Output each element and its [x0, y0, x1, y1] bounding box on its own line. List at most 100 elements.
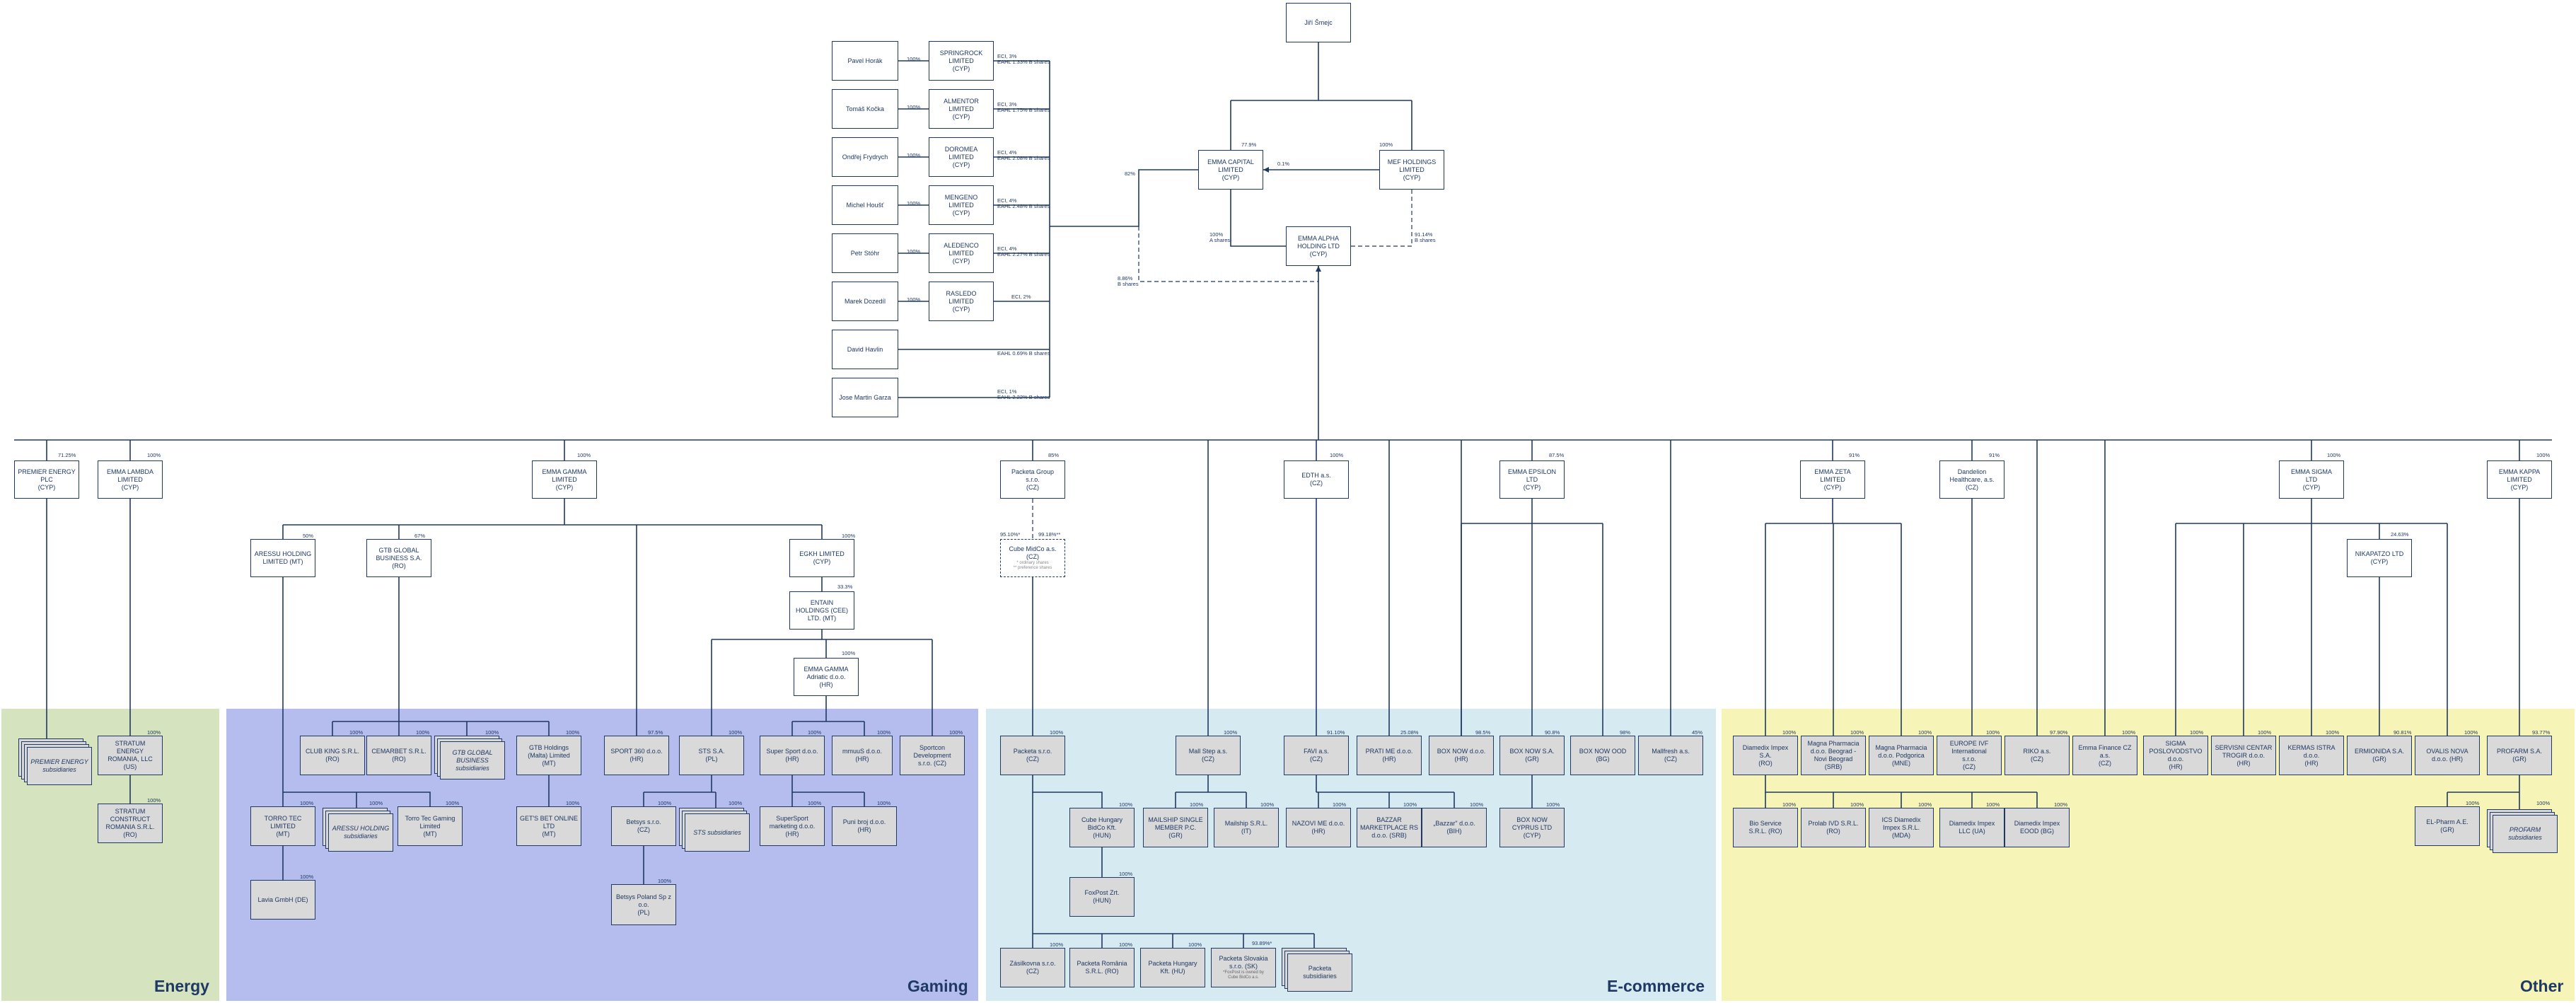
ownership-label: 100% — [658, 800, 672, 806]
ownership-label: 100% — [2122, 729, 2136, 736]
ownership-label: 100% — [1119, 801, 1133, 808]
entain-box: ENTAIN HOLDINGS (CEE) LTD. (MT) — [789, 591, 854, 630]
edth-box: EDTH a.s. (CZ) — [1284, 460, 1349, 499]
magna-mne-box: Magna Pharmacia d.o.o. Podgorica (MNE) — [1869, 736, 1934, 775]
ownership-label: 91.10% — [1327, 729, 1345, 736]
ownership-label: 90.8% — [1545, 729, 1560, 736]
ownership-label: 93.77% — [2532, 729, 2551, 736]
vehicle-box: SPRINGROCK LIMITED (CYP) — [929, 41, 994, 81]
nikapatzo-box: NIKAPATZO LTD (CYP) — [2347, 539, 2412, 577]
ownership-label: 100% — [729, 729, 743, 736]
sportcon-box: Sportcon Development s.r.o. (CZ) — [900, 736, 965, 775]
arrow-head — [1263, 167, 1269, 173]
ownership-label: 100% — [808, 800, 822, 806]
aressu-holding-box: ARESSU HOLDING LIMITED (MT) — [250, 539, 315, 577]
ownership-label: 100% — [446, 800, 460, 806]
emma-zeta-box: EMMA ZETA LIMITED (CYP) — [1800, 460, 1865, 499]
torro-tec-gaming-box: Torro Tec Gaming Limited (MT) — [398, 806, 463, 846]
bazzar-rs-box: BAZZAR MARKETPLACE RS d.o.o. (SRB) — [1357, 808, 1422, 847]
person-box: Tomáš Kočka — [832, 89, 898, 129]
ownership-label: 100% — [877, 800, 891, 806]
connector-line — [1032, 775, 1103, 808]
ownership-label: 100% A shares — [1209, 231, 1231, 243]
ownership-label: 100% — [729, 800, 743, 806]
ownership-label: 100% — [566, 729, 580, 736]
bazzar-bih-box: „Bazzar" d.o.o. (BIH) — [1422, 808, 1487, 847]
ownership-label: 100% — [147, 797, 161, 804]
box-now-cyprus-box: BOX NOW CYPRUS LTD (CYP) — [1499, 808, 1565, 847]
vehicle-box: ALMENTOR LIMITED (CYP) — [929, 89, 994, 129]
ics-diamedix-box: ICS Diamedix Impex S.R.L. (MDA) — [1869, 808, 1934, 847]
person-box: Petr Stóhr — [832, 233, 898, 273]
emma-sigma-box: EMMA SIGMA LTD (CYP) — [2279, 460, 2344, 499]
emma-lambda-box: EMMA LAMBDA LIMITED (CYP) — [98, 460, 163, 499]
other-label: Other — [2520, 977, 2564, 995]
ownership-label: 87.5% — [1549, 452, 1565, 458]
mmuus-box: mmuuS d.o.o. (HR) — [832, 736, 893, 775]
vehicle-box: DOROMEA LIMITED (CYP) — [929, 137, 994, 177]
ownership-label: 99.18%** — [1038, 531, 1061, 538]
ownership-label: EAHL 0.69% B shares — [997, 350, 1050, 356]
ownership-label: 100% — [877, 729, 891, 736]
ownership-label: 100% — [808, 729, 822, 736]
gets-bet-box: GET'S BET ONLINE LTD (MT) — [516, 806, 581, 846]
ownership-label: 100% — [147, 452, 161, 458]
foxpost-note: *FoxPost is owned by Cube BidCo a.s. — [1223, 970, 1264, 980]
cube-midco-label: Cube MidCo a.s. (CZ) — [1009, 545, 1057, 560]
stack-label: PREMIER ENERGY subsidiaries — [27, 747, 92, 785]
ownership-label: 100% — [1470, 801, 1484, 808]
ownership-label: 0.1% — [1277, 161, 1290, 167]
connector-line — [1050, 169, 1198, 227]
ownership-label: 100% — [907, 56, 921, 62]
ownership-label: 100% — [1850, 801, 1864, 808]
ownership-label: 100% — [416, 729, 430, 736]
ownership-label: 100% — [1546, 801, 1560, 808]
owner-box: Jiří Šmejc — [1286, 3, 1351, 42]
riko-box: RIKO a.s. (CZ) — [2004, 736, 2070, 775]
packeta-slovakia-box: Packeta Slovakia s.r.o. (SK) *FoxPost is… — [1211, 948, 1276, 987]
ownership-label: 100% — [147, 729, 161, 736]
ownership-label: 100% — [1188, 941, 1202, 948]
lavia-box: Lavia GmbH (DE) — [250, 880, 315, 920]
stack-label: Packeta subsidiaries — [1287, 953, 1352, 992]
emma-capital-box: EMMA CAPITAL LIMITED (CYP) — [1198, 150, 1263, 190]
ownership-label: 85% — [1048, 452, 1060, 458]
person-box: Jose Martin Garza — [832, 378, 898, 417]
stack-label: ARESSU HOLDING subsidiaries — [328, 813, 393, 852]
cube-hungary-box: Cube Hungary BidCo Kft. (HUN) — [1069, 808, 1135, 847]
ownership-label: 100% — [2464, 729, 2478, 736]
ownership-label: 100% — [485, 729, 499, 736]
ownership-label: 100% — [1782, 801, 1797, 808]
stack-label: STS subsidiaries — [685, 813, 750, 852]
ermionida-box: ERMIONIDA S.A. (GR) — [2347, 736, 2412, 775]
person-box: Marek Dozedíl — [832, 282, 898, 321]
kermas-istra-box: KERMAS ISTRA d.o.o. (HR) — [2279, 736, 2344, 775]
ownership-label: 100% — [300, 800, 314, 806]
ownership-label: 100% — [1119, 941, 1133, 948]
ownership-label: 100% — [2327, 452, 2341, 458]
ownership-label: 100% — [1379, 141, 1393, 148]
ownership-label: ECI, 2% — [1011, 294, 1031, 300]
ownership-label: 100% — [1918, 729, 1932, 736]
ovalis-nova-box: OVALIS NOVA d.o.o. (HR) — [2415, 736, 2480, 775]
ownership-label: 95.10%* — [1000, 531, 1021, 538]
club-king-box: CLUB KING S.R.L. (RO) — [300, 736, 365, 775]
ownership-label: 100% — [907, 248, 921, 255]
prolab-box: Prolab IVD S.R.L. (RO) — [1801, 808, 1866, 847]
emma-kappa-box: EMMA KAPPA LIMITED (CYP) — [2487, 460, 2552, 499]
ownership-label: 91% — [1989, 452, 2000, 458]
nazovi-me-box: NAZOVI ME d.o.o. (HR) — [1286, 808, 1351, 847]
person-box: David Havlin — [832, 330, 898, 369]
gtb-global-box: GTB GLOBAL BUSINESS S.A. (RO) — [366, 539, 431, 577]
emma-alpha-box: EMMA ALPHA HOLDING LTD (CYP) — [1286, 226, 1351, 266]
ownership-label: 100% — [1050, 729, 1064, 736]
ownership-label: 100% — [1224, 729, 1238, 736]
emma-epsilon-box: EMMA EPSILON LTD (CYP) — [1499, 460, 1565, 499]
ownership-label: ECI, 4% EAHL 2.27% B shares — [997, 245, 1050, 257]
ownership-label: 100% — [1190, 801, 1204, 808]
ownership-label: 97.90% — [2050, 729, 2068, 736]
cube-note: * ordinary shares ** preference shares — [1013, 561, 1052, 570]
ownership-label: 100% — [842, 533, 856, 539]
